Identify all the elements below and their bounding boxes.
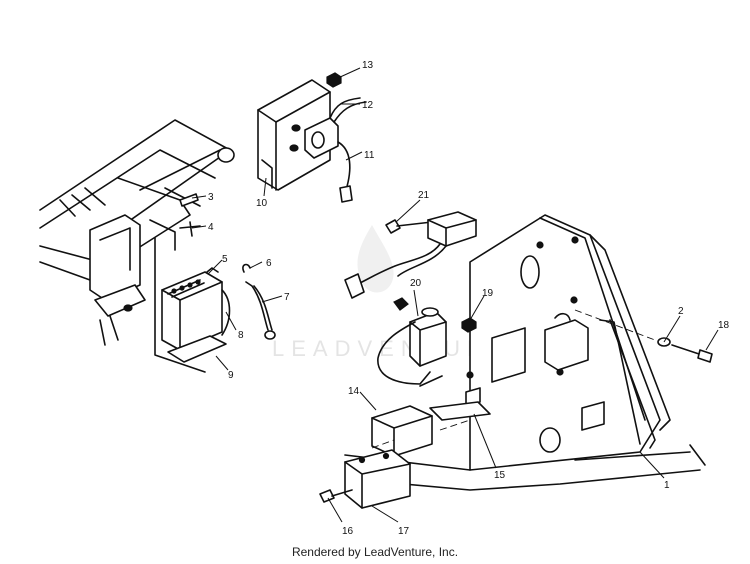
watermark-flame-icon bbox=[357, 225, 394, 293]
callout-17: 17 bbox=[398, 526, 410, 537]
callout-15: 15 bbox=[494, 470, 506, 481]
callout-2: 2 bbox=[678, 306, 684, 317]
part-9-battery-tray bbox=[154, 237, 227, 373]
callout-4: 4 bbox=[208, 222, 214, 233]
callout-labels: 1 2 3 4 5 6 7 8 9 10 11 12 13 14 15 16 1… bbox=[208, 60, 730, 537]
callout-8: 8 bbox=[238, 330, 244, 341]
callout-10: 10 bbox=[256, 198, 268, 209]
callout-5: 5 bbox=[222, 254, 228, 265]
part-18-bolt bbox=[671, 344, 713, 363]
part-20-cdi-module bbox=[377, 297, 447, 387]
part-4-clip bbox=[179, 221, 201, 237]
callout-12: 12 bbox=[362, 100, 374, 111]
chassis-frame bbox=[39, 119, 235, 346]
callout-6: 6 bbox=[266, 258, 272, 269]
relay-box bbox=[344, 211, 477, 299]
part-8-strap bbox=[221, 289, 231, 336]
part-19-nut bbox=[461, 317, 477, 333]
callout-11: 11 bbox=[364, 150, 375, 161]
callout-14: 14 bbox=[348, 386, 360, 397]
part-13-nut bbox=[326, 72, 342, 88]
part-3-bolt bbox=[179, 193, 199, 207]
callout-13: 13 bbox=[362, 60, 374, 71]
callout-16: 16 bbox=[342, 526, 354, 537]
callout-21: 21 bbox=[418, 190, 430, 201]
part-16-bolt bbox=[319, 489, 353, 503]
part-6-7-cable bbox=[242, 263, 276, 340]
callout-9: 9 bbox=[228, 370, 234, 381]
callout-1: 1 bbox=[664, 480, 670, 491]
parts-diagram: LEADVENTURE bbox=[39, 60, 730, 537]
callout-3: 3 bbox=[208, 192, 214, 203]
leader-lines bbox=[191, 67, 719, 523]
part-14-regulator bbox=[371, 405, 433, 457]
callout-18: 18 bbox=[718, 320, 730, 331]
callout-7: 7 bbox=[284, 292, 290, 303]
footer-credit: Rendered by LeadVenture, Inc. bbox=[291, 545, 459, 559]
callout-20: 20 bbox=[410, 278, 422, 289]
part-5-battery bbox=[161, 267, 223, 351]
part-10-bracket bbox=[257, 79, 331, 191]
callout-19: 19 bbox=[482, 288, 494, 299]
part-17-bracket bbox=[344, 439, 411, 509]
panel-relay bbox=[544, 312, 589, 371]
